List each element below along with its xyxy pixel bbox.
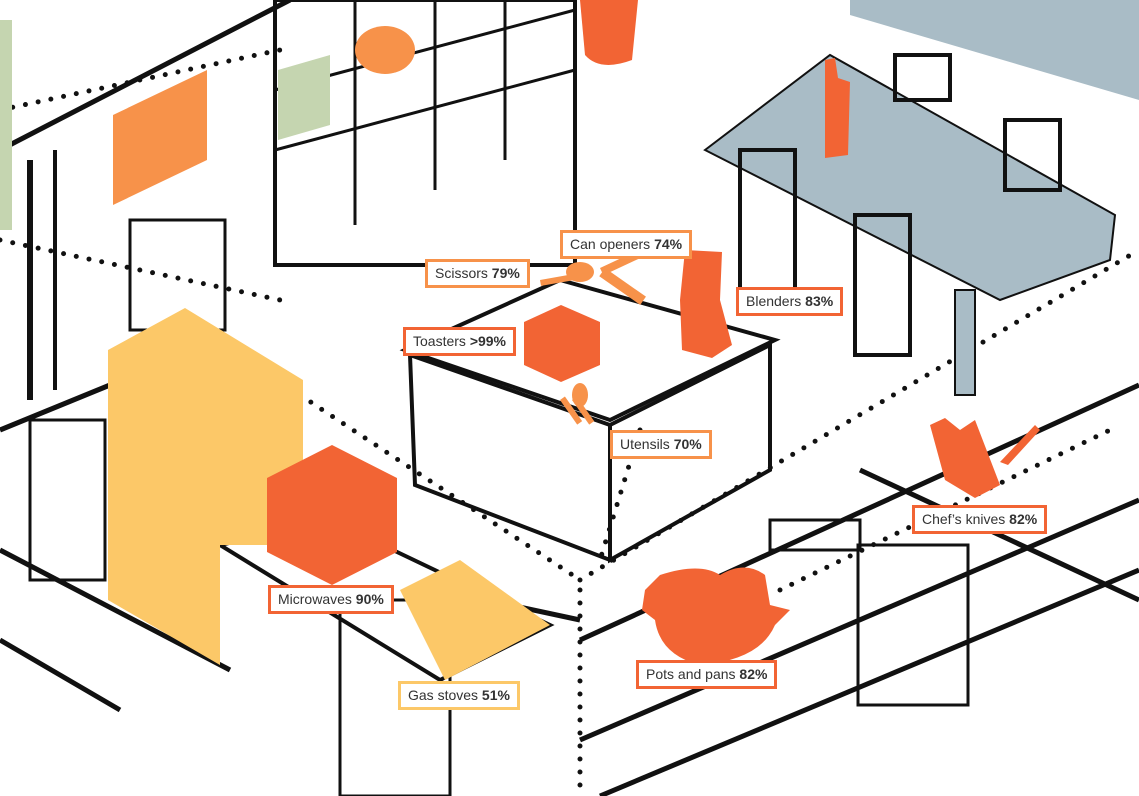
- label-pots-and-pans: Pots and pans 82%: [636, 660, 778, 689]
- label-name: Pots and pans: [646, 666, 736, 682]
- label-name: Microwaves: [278, 591, 352, 607]
- label-microwaves: Microwaves 90%: [268, 585, 394, 614]
- label-value: 79%: [491, 265, 520, 281]
- label-value: 70%: [673, 436, 702, 452]
- label-value: 51%: [481, 687, 510, 703]
- label-name: Chef’s knives: [922, 511, 1006, 527]
- label-name: Can openers: [570, 236, 651, 252]
- label-name: Toasters: [413, 333, 466, 349]
- label-can-openers: Can openers 74%: [560, 230, 693, 259]
- label-scissors: Scissors 79%: [425, 259, 530, 288]
- label-name: Scissors: [435, 265, 488, 281]
- label-value: 82%: [739, 666, 768, 682]
- label-name: Gas stoves: [408, 687, 479, 703]
- label-value: 82%: [1009, 511, 1038, 527]
- label-value: 90%: [355, 591, 384, 607]
- label-value: 83%: [805, 293, 834, 309]
- label-value: >99%: [469, 333, 507, 349]
- label-gas-stoves: Gas stoves 51%: [398, 681, 520, 710]
- label-utensils: Utensils 70%: [610, 430, 712, 459]
- label-chefs-knives: Chef’s knives 82%: [912, 505, 1048, 534]
- label-name: Utensils: [620, 436, 670, 452]
- label-toasters: Toasters >99%: [403, 327, 517, 356]
- label-blenders: Blenders 83%: [736, 287, 844, 316]
- label-name: Blenders: [746, 293, 802, 309]
- label-value: 74%: [654, 236, 683, 252]
